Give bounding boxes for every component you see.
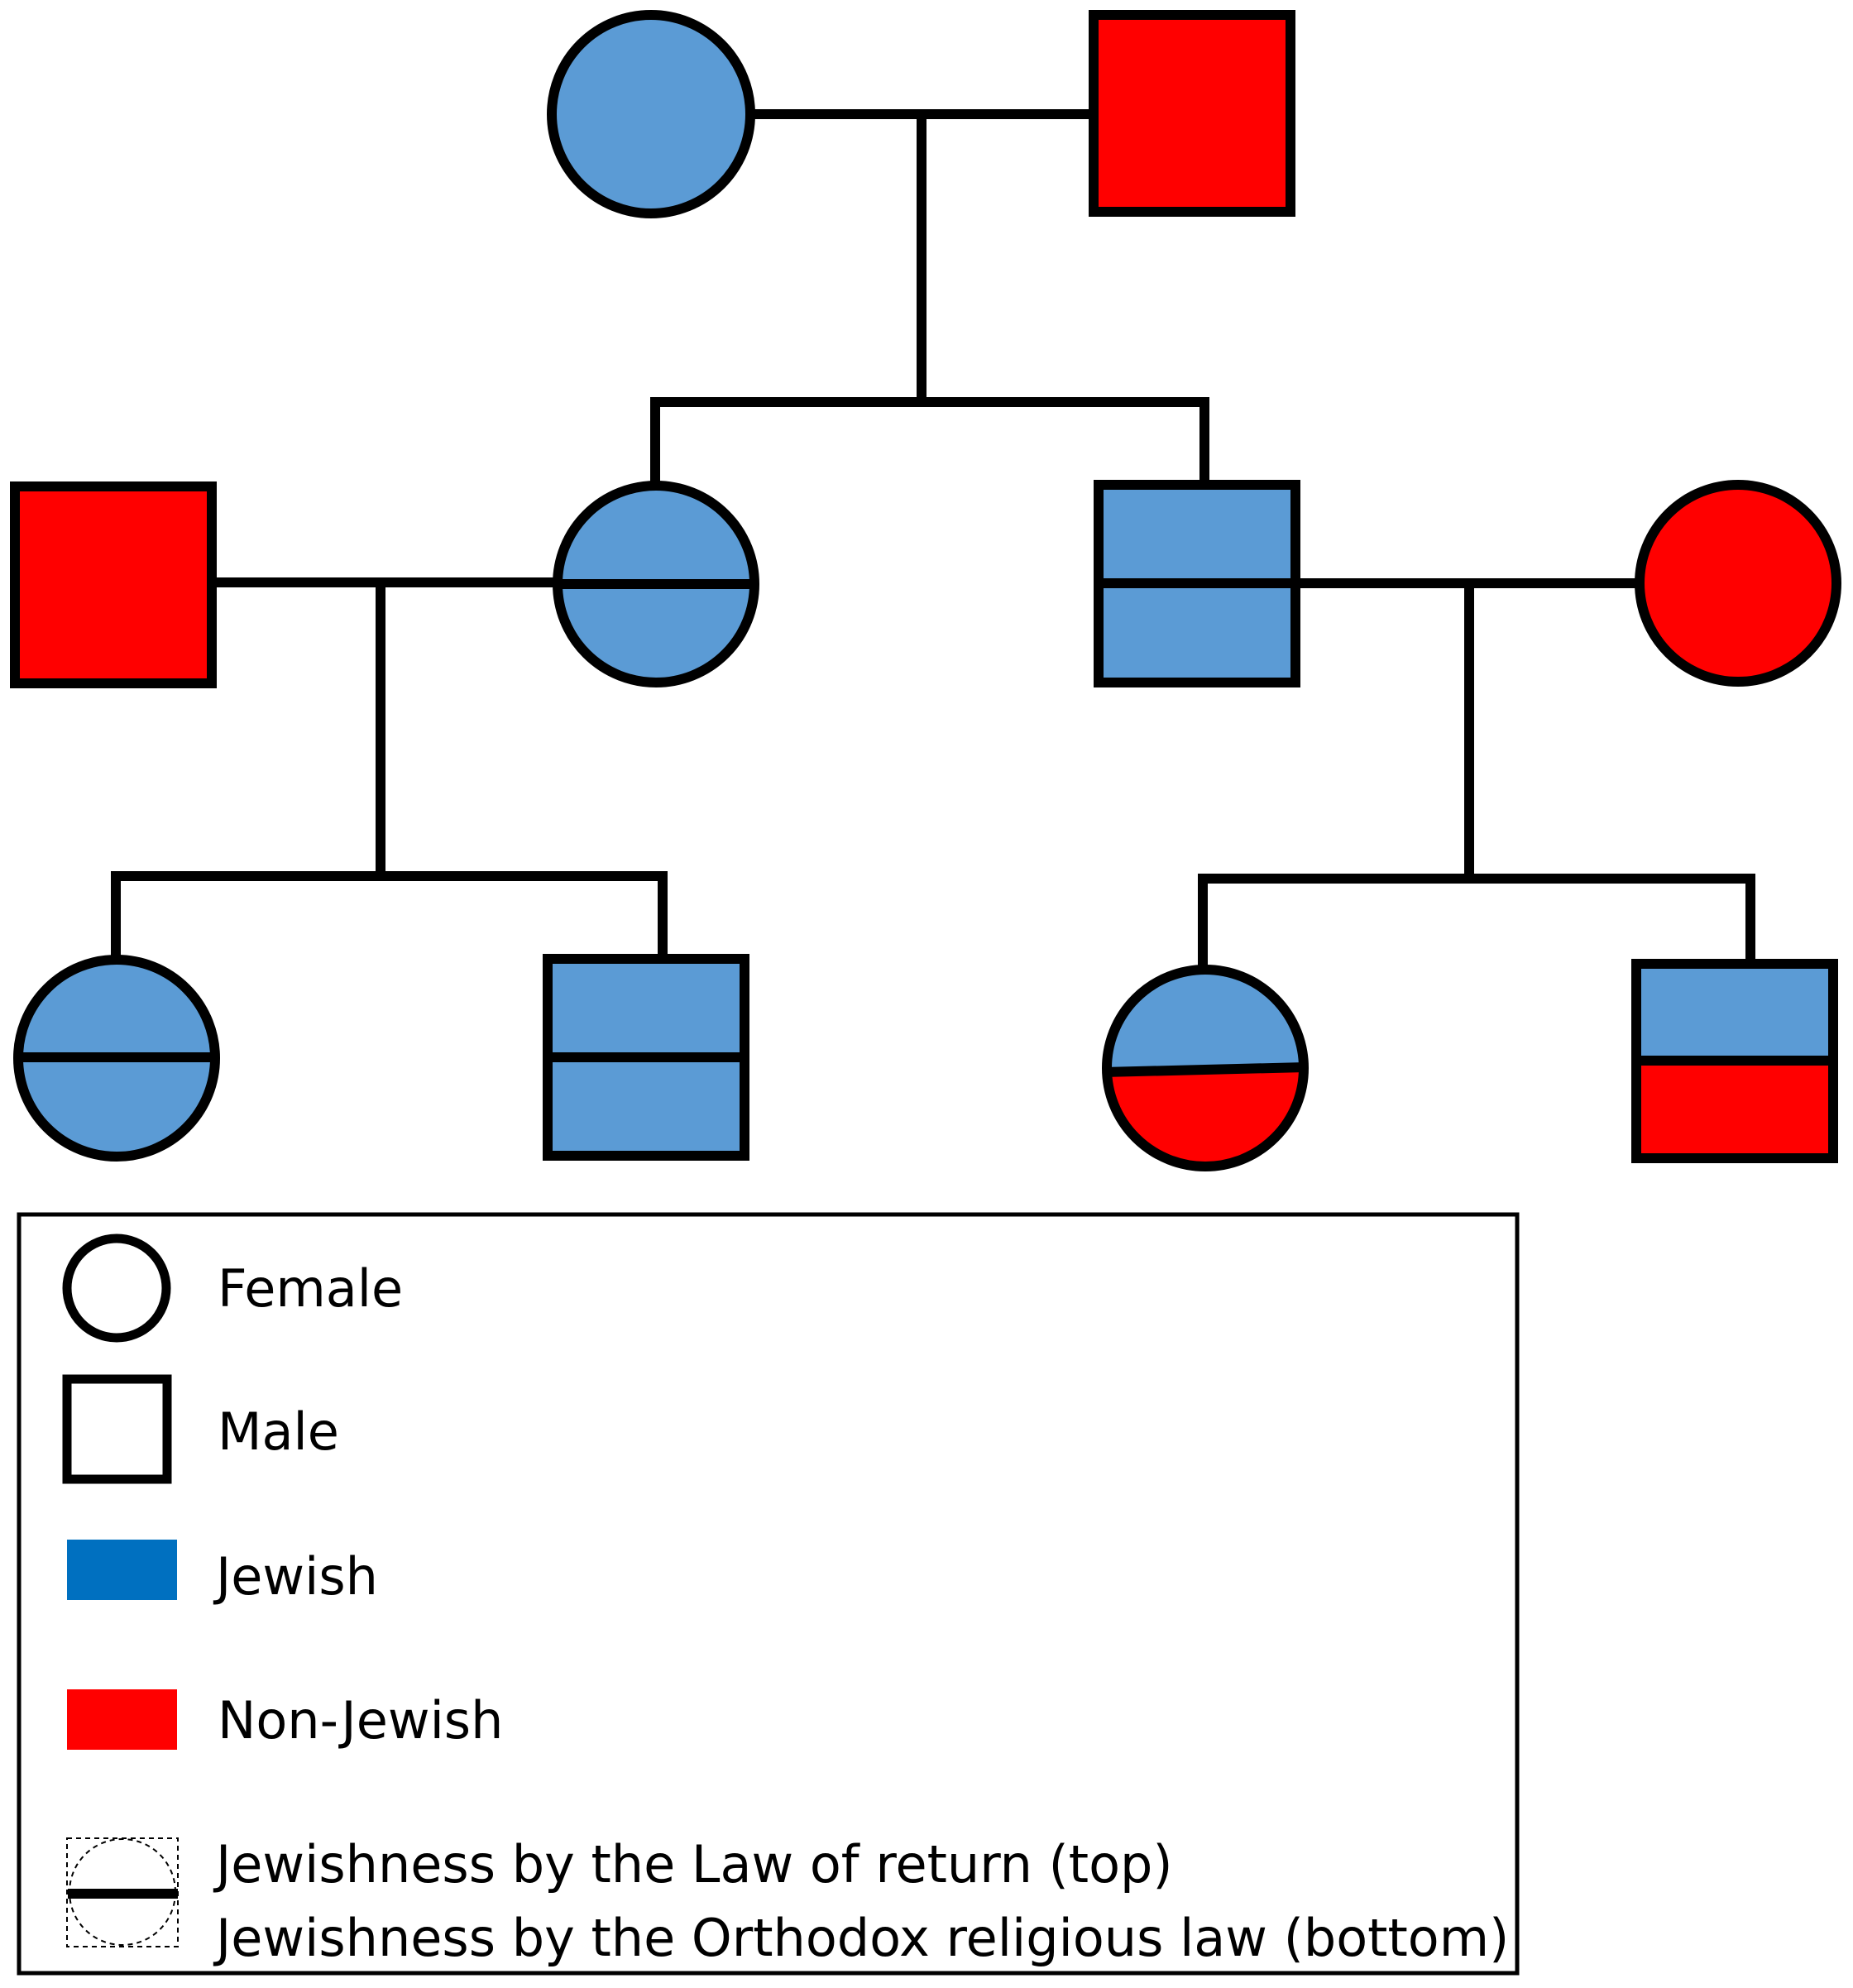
gen2-daughter-symbol — [553, 481, 759, 687]
legend-frame — [17, 1212, 1520, 1976]
gen2-son-spouse-symbol — [1635, 480, 1841, 687]
gen3-son-of-daughter-symbol — [543, 954, 749, 1161]
pedigree-connectors — [111, 109, 1755, 975]
legend-non-jewish-label: Non-Jewish — [218, 1690, 503, 1751]
legend-split-label-bottom: Jewishness by the Orthodox religious law… — [213, 1908, 1509, 1968]
legend-non-jewish-swatch — [67, 1689, 177, 1750]
legend-female-label: Female — [218, 1258, 403, 1319]
gen3-daughter-of-son-symbol — [1102, 965, 1309, 1171]
legend-split-label-top: Jewishness by the Law of return (top) — [213, 1834, 1173, 1895]
gen1-grandfather-symbol — [1089, 10, 1295, 217]
legend-split-icon — [66, 1837, 179, 1947]
legend: Female Male Jewish Non-Jewish Jewishness… — [17, 1212, 1520, 1976]
legend-male-icon — [62, 1374, 172, 1484]
gen3-son-of-son-symbol — [1631, 959, 1838, 1163]
gen2-son-symbol — [1094, 480, 1300, 687]
legend-female-icon — [62, 1234, 171, 1343]
legend-male-label: Male — [218, 1401, 339, 1462]
gen3-daughter-of-daughter-symbol — [13, 955, 220, 1162]
gen1-grandmother-symbol — [547, 10, 755, 218]
legend-jewish-label: Jewish — [213, 1546, 378, 1607]
legend-jewish-swatch — [67, 1540, 177, 1600]
gen2-daughter-spouse-symbol — [10, 481, 217, 688]
